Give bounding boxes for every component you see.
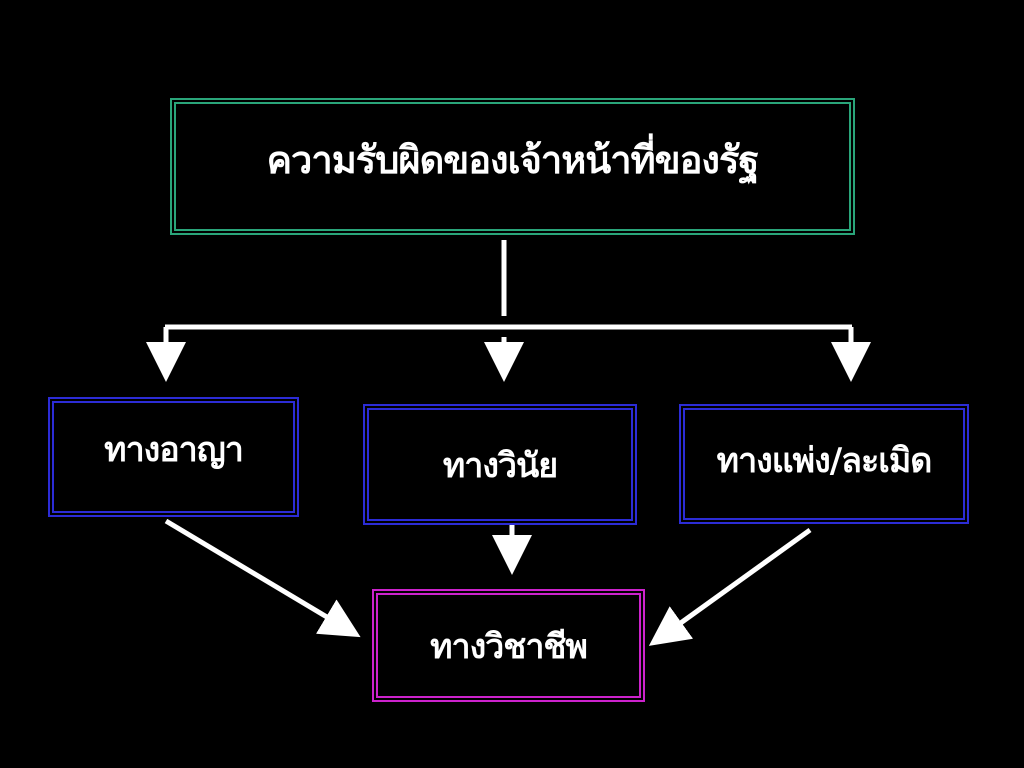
result-node-professional: ทางวิชาชีพ	[372, 589, 645, 702]
arrow-civil-to-professional	[648, 527, 812, 646]
root-node: ความรับผิดของเจ้าหน้าที่ของรัฐ	[170, 98, 855, 235]
branch-node-discipline-label: ทางวินัย	[442, 445, 558, 486]
root-node-label: ความรับผิดของเจ้าหน้าที่ของรัฐ	[266, 137, 760, 182]
arrow-criminal-to-professional	[164, 518, 361, 638]
branch-node-civil-label: ทางแพ่ง/ละเมิด	[716, 441, 933, 481]
result-node-professional-label: ทางวิชาชีพ	[430, 626, 588, 667]
branch-node-civil: ทางแพ่ง/ละเมิด	[679, 404, 969, 524]
branch-node-criminal: ทางอาญา	[48, 397, 299, 517]
branch-node-discipline: ทางวินัย	[363, 404, 637, 525]
branch-node-criminal-label: ทางอาญา	[104, 430, 244, 470]
